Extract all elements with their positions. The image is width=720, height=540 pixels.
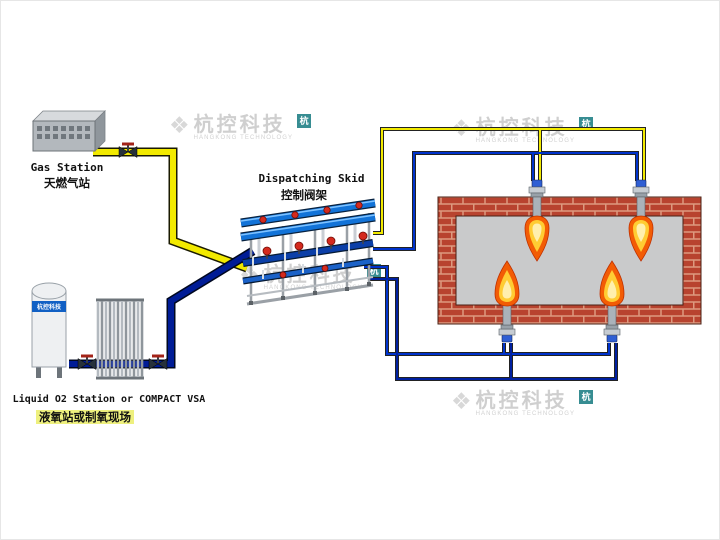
tank-brand-band — [32, 301, 66, 312]
dispatching-skid-unit — [240, 198, 376, 306]
watermark-name-en: HANGKONG TECHNOLOGY — [475, 411, 576, 417]
watermark-logo-icon: ❖ — [451, 389, 472, 415]
o2-station-label-zh: 液氧站或制氧现场 — [5, 409, 165, 425]
watermark-badge: 杭 — [297, 114, 312, 128]
o2-station-label-zh-text: 液氧站或制氧现场 — [36, 410, 134, 424]
watermark-name-zh: 杭控科技 — [193, 112, 286, 136]
dispatching-skid-label-zh: 控制阀架 — [281, 188, 327, 202]
burner-supply-lines — [364, 127, 646, 381]
watermark-name-en: HANGKONG TECHNOLOGY — [193, 135, 294, 141]
watermark-name-en: HANGKONG TECHNOLOGY — [475, 138, 576, 144]
liquid-o2-tank: 杭控科技 — [31, 282, 67, 378]
gas-line-bottom — [368, 278, 617, 380]
furnace — [437, 196, 702, 325]
gas-station-label-en: Gas Station — [30, 161, 104, 174]
o2-station-label-en: Liquid O2 Station or COMPACT VSA — [12, 394, 206, 405]
gas-line-top — [373, 128, 645, 234]
watermark: ❖ 杭控科技 HANGKONG TECHNOLOGY 杭 — [451, 388, 594, 417]
oxygen-line-top — [373, 152, 638, 250]
furnace-brick-wall — [437, 196, 702, 325]
main-oxygen-pipe — [69, 247, 256, 369]
dispatching-skid-label-en: Dispatching Skid — [258, 172, 365, 185]
watermark: ❖ 杭控科技 HANGKONG TECHNOLOGY 杭 — [169, 112, 312, 141]
gas-station-label-zh: 天燃气站 — [44, 176, 90, 190]
gas-station-unit — [32, 110, 106, 152]
watermark-name-en: HANGKONG TECHNOLOGY — [263, 285, 364, 291]
tank-brand-text: 杭控科技 — [37, 303, 62, 311]
watermark-logo-icon: ❖ — [169, 113, 190, 139]
watermark-name-zh: 杭控科技 — [475, 388, 568, 412]
oxygen-line-bottom — [364, 266, 610, 355]
watermark: ❖ 杭控科技 HANGKONG TECHNOLOGY 杭 — [451, 116, 594, 144]
vaporizer-unit — [96, 298, 144, 380]
watermark-badge: 杭 — [579, 390, 594, 404]
